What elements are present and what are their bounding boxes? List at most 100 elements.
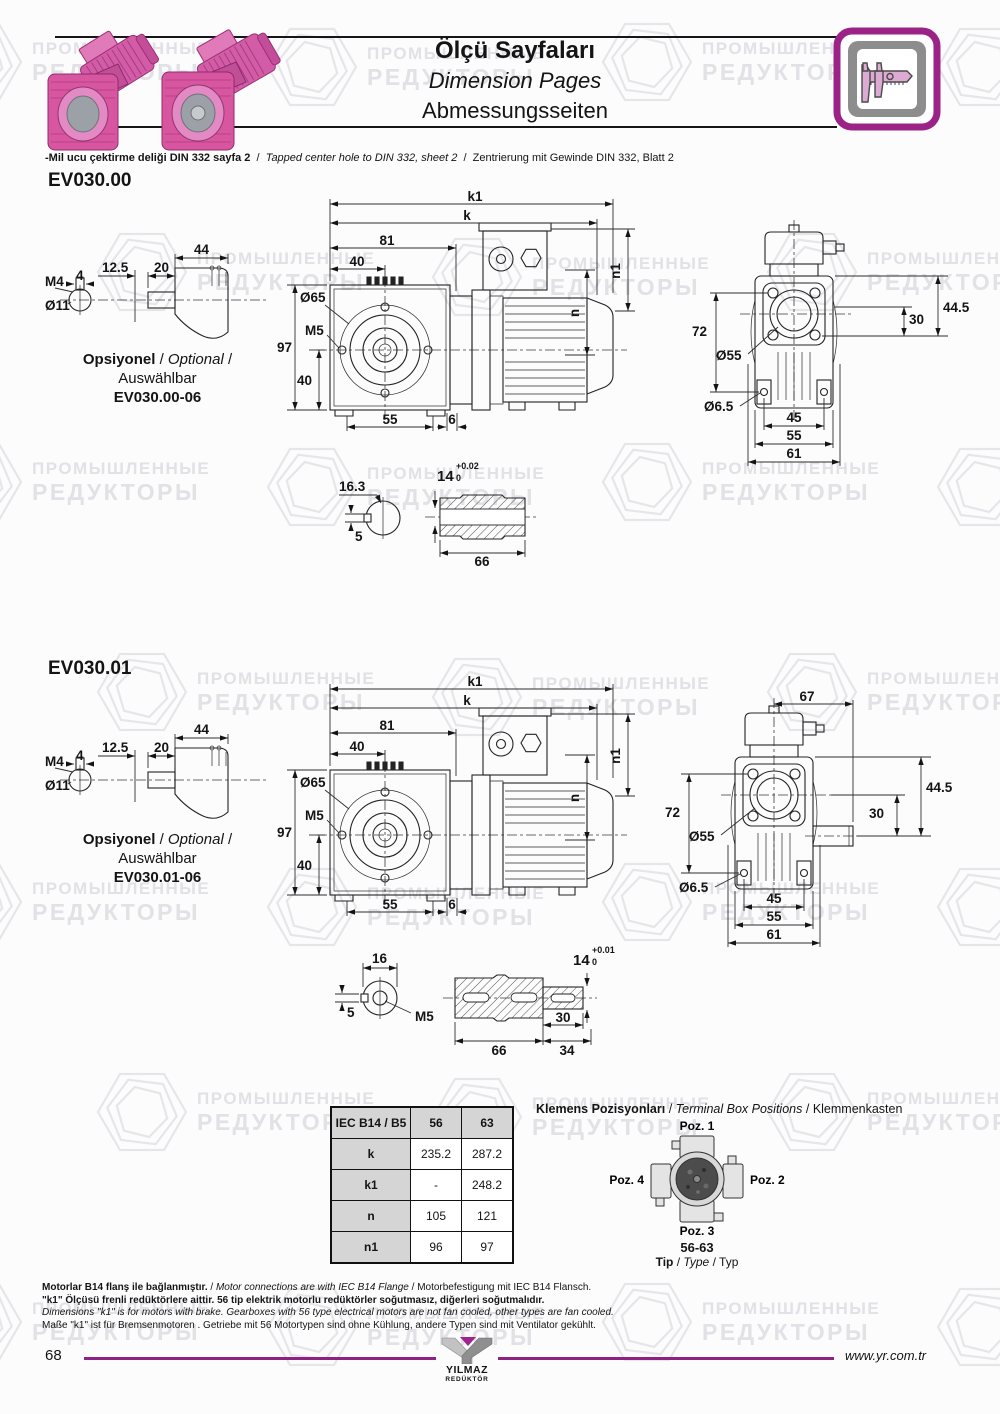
terminal-heading-de: Klemmenkasten bbox=[812, 1102, 903, 1116]
section-title-ev030-01: EV030.01 bbox=[48, 658, 132, 679]
table-header-row: IEC B14 / B5 56 63 bbox=[330, 1106, 514, 1139]
optional-code: EV030.01-06 bbox=[113, 869, 202, 886]
dim-67: 67 bbox=[799, 689, 814, 704]
ev030-00-shaft-detail: 16.3 5 14 +0.02 0 66 bbox=[339, 461, 537, 568]
value-n-56: 105 bbox=[410, 1200, 462, 1232]
separator: / bbox=[712, 1255, 716, 1269]
dim-m5: M5 bbox=[305, 808, 324, 823]
dim-14: 14 bbox=[437, 468, 454, 485]
header-rule-top bbox=[55, 36, 837, 38]
dim-72: 72 bbox=[665, 805, 680, 820]
separator: / bbox=[159, 351, 164, 368]
dim-k: k bbox=[463, 693, 471, 708]
dim-40-top: 40 bbox=[349, 254, 364, 269]
terminal-box-diagram: Poz. 1 Poz. 4 Poz. 2 Poz. 3 bbox=[609, 1120, 785, 1238]
dimension-lines bbox=[710, 275, 948, 466]
terminal-box-heading: Klemens Pozisyonları / Terminal Box Posi… bbox=[536, 1102, 902, 1116]
gearmotor-photo-1 bbox=[47, 30, 160, 151]
gearbox-housing bbox=[329, 761, 451, 902]
dim-n1: n1 bbox=[608, 748, 623, 764]
yilmaz-logo-icon bbox=[441, 1337, 493, 1364]
separator: / bbox=[805, 1102, 810, 1116]
din-note-de: Zentrierung mit Gewinde DIN 332, Blatt 2 bbox=[472, 152, 674, 164]
table-row: n 105 121 bbox=[330, 1200, 514, 1232]
footnote-4: Maße "k1" ist für Bremsenmotoren . Getri… bbox=[42, 1319, 596, 1331]
dim-tol-zero: 0 bbox=[592, 957, 597, 967]
dim-40-bottom: 40 bbox=[297, 373, 312, 388]
din-note-tr: -Mil ucu çektirme deliği DIN 332 sayfa 2 bbox=[45, 152, 251, 164]
optional-de: Auswählbar bbox=[118, 850, 197, 867]
dim-tol-plus: +0.02 bbox=[456, 461, 479, 471]
yilmaz-logo-name: YILMAZ bbox=[445, 1364, 489, 1376]
section-title-ev030-00: EV030.00 bbox=[48, 170, 132, 191]
dim-n1: n1 bbox=[608, 263, 623, 279]
gearbox-rear bbox=[730, 705, 854, 890]
dim-20: 20 bbox=[154, 260, 169, 275]
ev030-01-shaft-detail: 16 5 M5 14 +0.01 0 30 66 34 bbox=[335, 945, 615, 1058]
optional-label-ev030-00: Opsiyonel / Optional / Auswählbar EV030.… bbox=[50, 350, 265, 407]
terminal-heading-tr: Klemens Pozisyonları bbox=[536, 1102, 666, 1116]
row-label-k: k bbox=[330, 1138, 411, 1170]
footer-rule-right bbox=[498, 1357, 834, 1360]
dim-45: 45 bbox=[766, 891, 782, 906]
optional-label-ev030-01: Opsiyonel / Optional / Auswählbar EV030.… bbox=[50, 830, 265, 887]
value-k-56: 235.2 bbox=[410, 1138, 462, 1170]
dim-16-3: 16.3 bbox=[339, 479, 366, 494]
dim-55: 55 bbox=[382, 897, 398, 912]
dim-5: 5 bbox=[347, 1005, 355, 1020]
value-n-63: 121 bbox=[461, 1200, 514, 1232]
footnote-1-de: Motorbefestigung mit IEC B14 Flansch. bbox=[417, 1282, 592, 1293]
row-label-n: n bbox=[330, 1200, 411, 1232]
separator: / bbox=[463, 152, 467, 164]
output-shaft bbox=[812, 825, 854, 847]
dimension-lines bbox=[335, 963, 592, 1045]
dim-6: 6 bbox=[448, 897, 456, 912]
dim-16: 16 bbox=[372, 951, 388, 966]
ev030-01-optional-drawing: M4 4 12.5 Ø11 20 44 bbox=[45, 722, 268, 819]
optional-en: Optional bbox=[167, 831, 224, 848]
poz-3-label: Poz. 3 bbox=[680, 1224, 715, 1238]
page-title: Ölçü Sayfaları Dimension Pages Abmessung… bbox=[335, 36, 695, 126]
separator: / bbox=[668, 1102, 673, 1116]
dim-55: 55 bbox=[382, 412, 398, 427]
dim-tol-zero: 0 bbox=[456, 473, 461, 483]
optional-en: Optional bbox=[167, 351, 224, 368]
optional-tr: Opsiyonel bbox=[82, 351, 156, 368]
dim-55: 55 bbox=[766, 909, 782, 924]
poz-1-label: Poz. 1 bbox=[680, 1120, 715, 1133]
footnote-line-1: Motorlar B14 flanş ile bağlanmıştır. / M… bbox=[42, 1282, 614, 1295]
page-title-en: Dimension Pages bbox=[428, 68, 602, 93]
footnote-1-en: Motor connections are with IEC B14 Flang… bbox=[215, 1282, 409, 1293]
optional-de: Auswählbar bbox=[118, 370, 197, 387]
separator: / bbox=[210, 1282, 214, 1293]
dim-n: n bbox=[567, 794, 582, 802]
footnote-2: "k1" Ölçüsü frenli redüktörlere aittir. … bbox=[42, 1294, 545, 1306]
dim-20: 20 bbox=[154, 740, 169, 755]
dim-k1: k1 bbox=[467, 189, 483, 204]
dim-45: 45 bbox=[786, 410, 802, 425]
table-header-63: 63 bbox=[461, 1106, 514, 1139]
footnote-line-3: Dimensions "k1" is for motors with brake… bbox=[42, 1307, 614, 1320]
dim-d55: Ø55 bbox=[689, 829, 715, 844]
dimension-lines bbox=[287, 199, 635, 431]
din-note-en: Tapped center hole to DIN 332, sheet 2 bbox=[265, 152, 458, 164]
ev030-00-rear-view: 72 Ø55 Ø6.5 44.5 30 45 55 61 bbox=[692, 220, 970, 466]
dim-d11: Ø11 bbox=[45, 298, 70, 313]
dim-40-top: 40 bbox=[349, 739, 364, 754]
footnote-line-4: Maße "k1" ist für Bremsenmotoren . Getri… bbox=[42, 1320, 614, 1333]
dim-97: 97 bbox=[277, 340, 292, 355]
footnote-3: Dimensions "k1" is for motors with brake… bbox=[42, 1307, 614, 1318]
dim-n: n bbox=[567, 309, 582, 317]
dim-30: 30 bbox=[909, 312, 924, 327]
dim-81: 81 bbox=[379, 718, 395, 733]
dim-30: 30 bbox=[555, 1010, 570, 1025]
tip-de: Typ bbox=[719, 1255, 739, 1269]
motor bbox=[449, 707, 614, 896]
dim-44-5: 44.5 bbox=[943, 300, 970, 315]
dim-d11: Ø11 bbox=[45, 778, 70, 793]
dimension-table: IEC B14 / B5 56 63 k 235.2 287.2 k1 - 24… bbox=[330, 1106, 514, 1264]
dim-6: 6 bbox=[448, 412, 456, 427]
dim-61: 61 bbox=[786, 446, 802, 461]
ev030-01-main-drawing: k1 k 81 40 Ø65 M5 97 40 55 6 n n1 bbox=[277, 674, 635, 916]
